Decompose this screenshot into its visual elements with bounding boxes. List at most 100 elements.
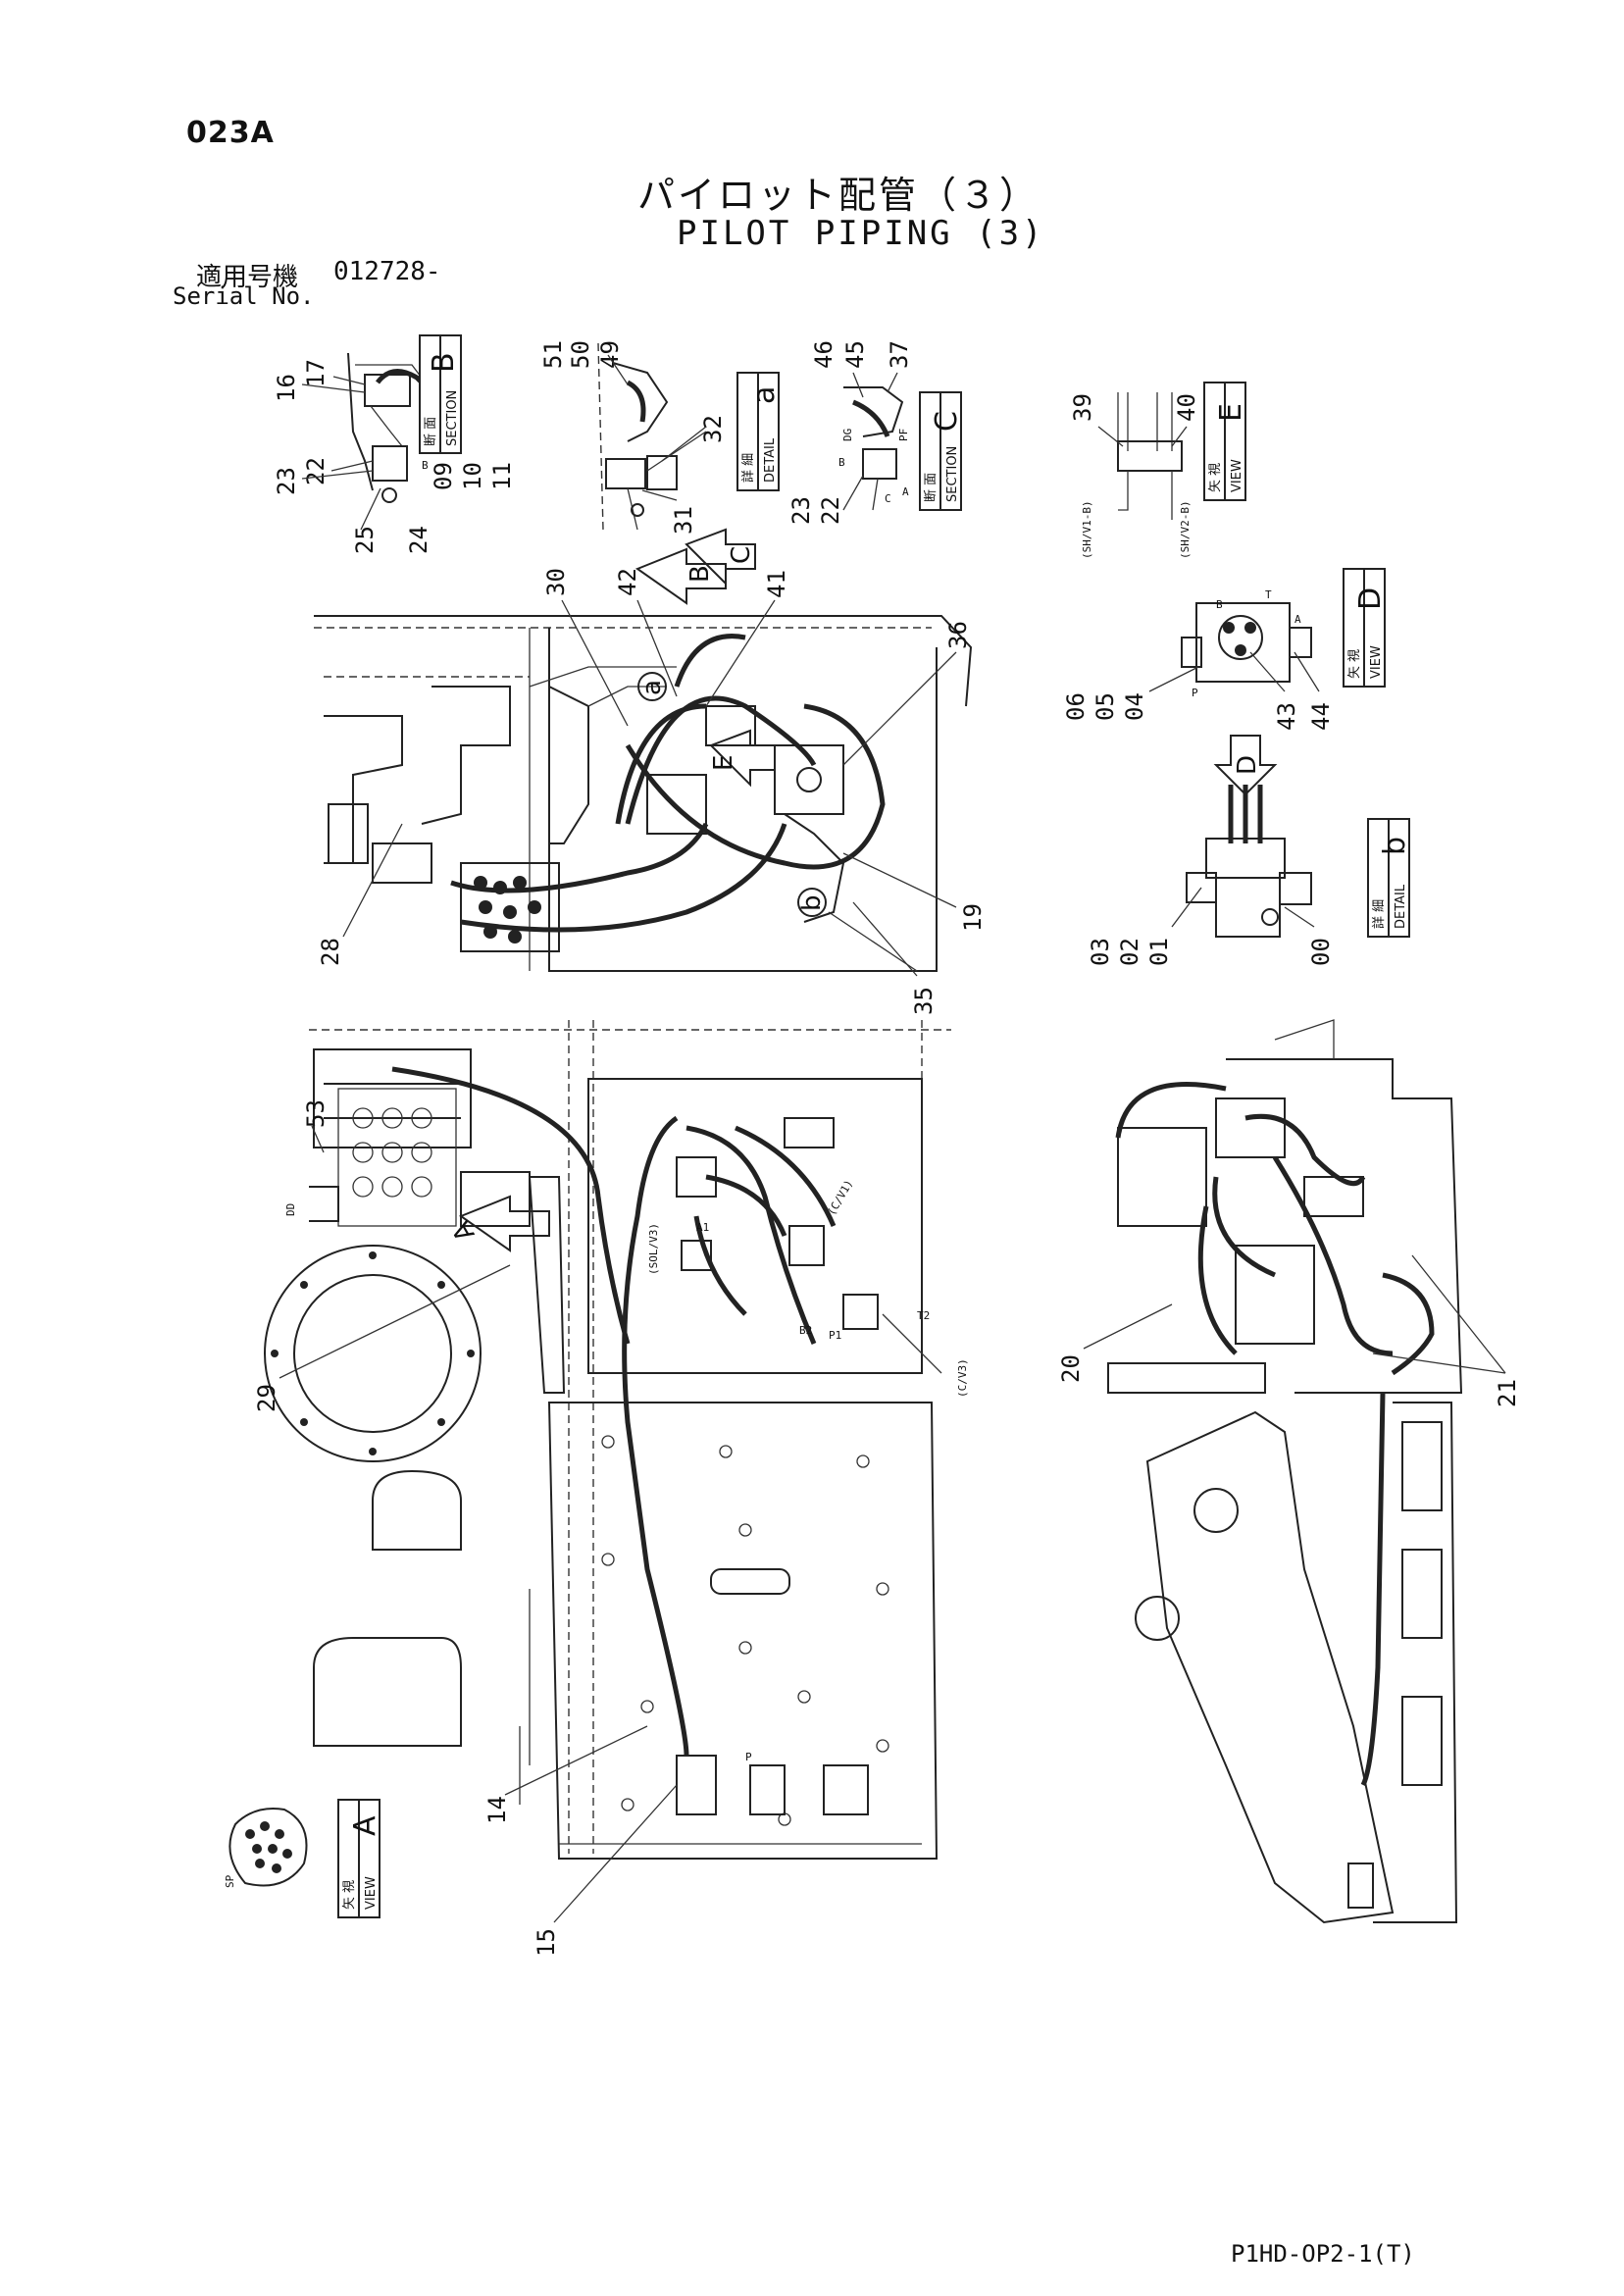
circle-letter-b: b — [797, 894, 827, 911]
callout-31: 31 — [670, 506, 697, 535]
view-label-detail-b: 詳 細 DETAIL b — [1367, 818, 1412, 938]
callout-22: 22 — [302, 457, 330, 485]
drawing-code: P1HD-OP2-1(T) — [1231, 2240, 1415, 2268]
port-label-c-v1: (C/V1) — [825, 1178, 855, 1218]
view-label-caption: VIEW — [1230, 459, 1244, 492]
view-arrow-a — [458, 1195, 550, 1252]
callout-23: 23 — [787, 496, 815, 525]
view-label-jp: 矢 視 — [1347, 649, 1362, 679]
callout-group-main-top: 30 42 41 36 28 19 35 — [317, 568, 987, 1015]
detail-a-detail — [597, 342, 678, 531]
callout-22: 22 — [817, 496, 844, 525]
callout-group-main-side: 53 29 14 15 — [253, 1099, 678, 1957]
port-label-a1: A1 — [696, 1221, 709, 1234]
port-label-b: B — [838, 456, 845, 469]
callout-group-section-b: 16 17 23 22 25 24 09 10 11 — [273, 359, 516, 554]
callout-group-detail-a: 51 50 49 32 31 — [539, 340, 727, 535]
port-label-sp: SP — [224, 1874, 236, 1888]
callout-04: 04 — [1121, 692, 1148, 721]
callout-02: 02 — [1116, 938, 1143, 966]
port-label-b: B — [1216, 598, 1223, 611]
serial-label-english: Serial No. — [173, 282, 315, 310]
port-label-sol-v3: (SOL/V3) — [647, 1223, 660, 1275]
callout-10: 10 — [459, 462, 486, 490]
view-label-jp: 断 面 — [924, 473, 939, 502]
port-label-c-v3: (C/V3) — [956, 1358, 969, 1398]
view-label-letter: a — [747, 386, 782, 404]
port-label-sh-v1-b: (SH/V1-B) — [1081, 500, 1093, 559]
callout-24: 24 — [405, 526, 432, 554]
view-e-detail: (SH/V1-B) (SH/V2-B) — [1081, 392, 1192, 559]
callout-21: 21 — [1494, 1379, 1521, 1407]
callout-11: 11 — [488, 462, 516, 490]
port-label-a: A — [902, 485, 909, 498]
port-label-t: T — [1265, 588, 1272, 601]
view-label-caption: DETAIL — [1394, 884, 1408, 929]
port-label-dg: DG — [841, 429, 854, 441]
view-label-caption: VIEW — [364, 1876, 379, 1910]
flange-bolts — [271, 1251, 475, 1455]
callout-03: 03 — [1087, 938, 1114, 966]
callout-30: 30 — [542, 568, 570, 596]
right-side-view — [1107, 1019, 1463, 1924]
view-arrow-letter: B — [685, 565, 715, 583]
callout-15: 15 — [533, 1928, 560, 1957]
view-label-letter: B — [427, 352, 461, 373]
view-label-section-c: 断 面 SECTION C — [919, 391, 964, 511]
view-arrow-letter: C — [727, 546, 756, 564]
callout-36: 36 — [944, 621, 972, 649]
callout-44: 44 — [1307, 702, 1335, 731]
view-label-caption: SECTION — [945, 446, 960, 502]
callout-group-section-c: 46 45 37 23 22 — [787, 340, 913, 525]
port-label-b2: B2 — [799, 1324, 812, 1337]
view-a-connector — [245, 1821, 292, 1873]
callout-09: 09 — [430, 462, 457, 490]
view-label-detail-a: 詳 細 DETAIL a — [736, 372, 782, 491]
view-label-letter: D — [1353, 587, 1388, 610]
port-label-p: P — [1192, 687, 1198, 699]
callout-05: 05 — [1091, 692, 1119, 721]
view-label-caption: VIEW — [1369, 645, 1384, 679]
view-label-view-d: 矢 視 VIEW D — [1343, 568, 1388, 688]
callout-20: 20 — [1057, 1354, 1085, 1383]
page-code: 023A — [186, 116, 275, 150]
callout-group-right-side: 20 21 — [1057, 1254, 1521, 1407]
view-arrow-letter: E — [709, 755, 738, 771]
callout-00: 00 — [1307, 938, 1335, 966]
callout-49: 49 — [596, 340, 624, 369]
view-arrow-letter: D — [1233, 755, 1262, 775]
serial-number-value: 012728- — [333, 257, 441, 286]
port-label-sh-v2-b: (SH/V2-B) — [1179, 500, 1192, 559]
callout-14: 14 — [483, 1796, 511, 1824]
circle-letter-a: a — [637, 680, 667, 695]
port-label-dd: DD — [284, 1203, 297, 1216]
view-label-letter: A — [348, 1815, 382, 1836]
callout-46: 46 — [810, 340, 837, 369]
callout-01: 01 — [1145, 938, 1173, 966]
callout-group-view-d: 06 05 04 43 44 — [1062, 651, 1335, 731]
title-english: PILOT PIPING (3) — [677, 214, 1045, 253]
callout-group-detail-b: 03 02 01 00 — [1087, 887, 1335, 966]
callout-16: 16 — [273, 374, 300, 402]
port-label-p: P — [745, 1751, 752, 1763]
main-top-view: a b B C E — [314, 528, 973, 972]
title-japanese: パイロット配管（３） — [637, 174, 1040, 217]
callout-41: 41 — [763, 570, 790, 598]
callout-29: 29 — [253, 1384, 280, 1412]
serial-label-japanese: 適用号機 — [196, 263, 299, 292]
view-d-detail: B T A P D — [1181, 588, 1312, 796]
section-c-detail: PF DG B C A — [838, 386, 910, 511]
view-arrow-d — [1213, 735, 1278, 796]
view-arrow-c — [685, 528, 756, 587]
callout-43: 43 — [1273, 702, 1300, 731]
callout-42: 42 — [614, 568, 641, 596]
floor-plate-holes — [601, 1435, 889, 1826]
port-label-b: B — [422, 459, 429, 472]
view-label-section-b: 断 面 SECTION B — [419, 334, 462, 454]
callout-45: 45 — [841, 340, 869, 369]
view-label-letter: b — [1378, 837, 1412, 855]
port-label-t2: T2 — [917, 1309, 930, 1322]
callout-35: 35 — [910, 987, 938, 1015]
view-arrow-letter: A — [446, 1216, 481, 1247]
